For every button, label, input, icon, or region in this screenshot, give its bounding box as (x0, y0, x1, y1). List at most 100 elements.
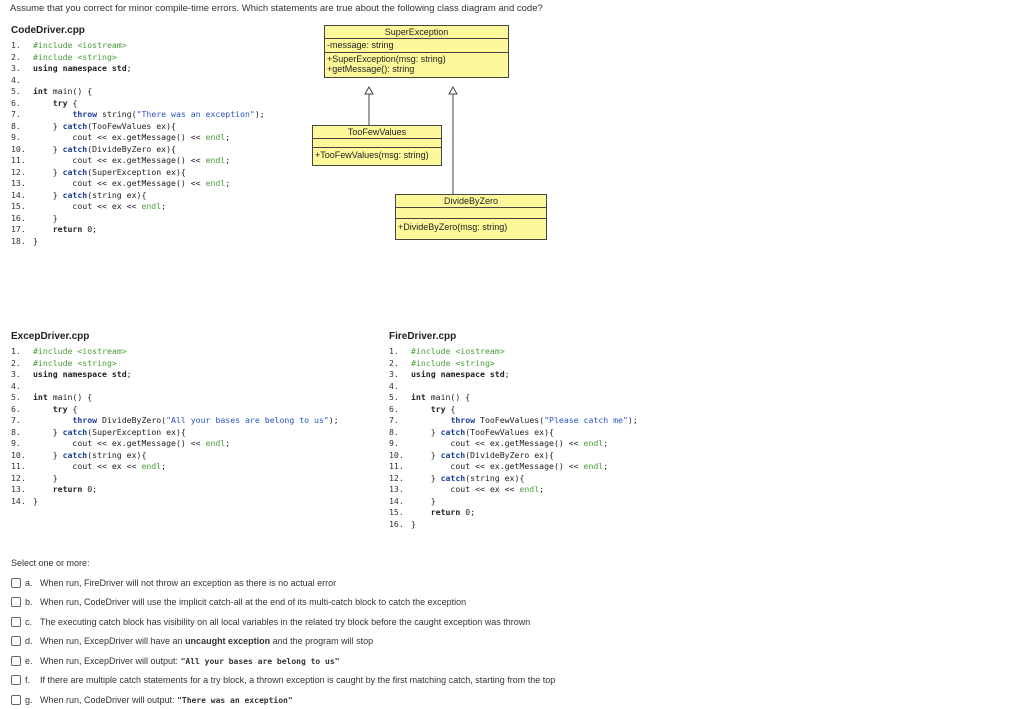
code-token: { (67, 403, 78, 414)
code-token: ; (126, 63, 132, 73)
option-e[interactable]: e.When run, ExcepDriver will output: "Al… (11, 656, 340, 666)
checkbox[interactable] (11, 617, 21, 627)
code-token: #include <string> (33, 51, 117, 62)
line-number: 3. (389, 369, 399, 379)
code-line: 5.int main() { (11, 86, 265, 98)
code-token: (TooFewValues ex){ (465, 426, 554, 437)
code-line: 13. cout << ex << endl; (389, 484, 638, 496)
option-c[interactable]: c.The executing catch block has visibili… (11, 617, 530, 627)
checkbox[interactable] (11, 597, 21, 607)
line-number: 15. (389, 507, 404, 517)
code-line: 10. } catch(DivideByZero ex){ (389, 450, 638, 462)
line-number: 4. (11, 74, 21, 85)
option-b[interactable]: b.When run, CodeDriver will use the impl… (11, 597, 466, 607)
code-line: 12. } (11, 473, 339, 485)
code-line: 4. (11, 381, 339, 393)
option-letter: g. (25, 695, 33, 705)
code-token: #include <string> (33, 357, 117, 368)
line-number: 13. (11, 484, 26, 494)
code-line: 2.#include <string> (389, 358, 638, 370)
uml-method: +DivideByZero(msg: string) (398, 222, 508, 232)
uml-divide-by-zero: DivideByZero +DivideByZero(msg: string) (395, 194, 547, 240)
checkbox[interactable] (11, 656, 21, 666)
code-token: } (411, 472, 441, 483)
code-token: catch (440, 449, 466, 460)
option-text-part: uncaught exception (185, 636, 271, 646)
line-number: 11. (11, 155, 26, 165)
line-number: 2. (11, 51, 21, 62)
line-number: 14. (11, 495, 26, 506)
code-token: (string ex){ (87, 449, 147, 460)
code-token: catch (62, 189, 88, 200)
code-token: endl (205, 155, 226, 165)
code-driver-title: CodeDriver.cpp (11, 25, 85, 36)
code-token: endl (205, 438, 226, 448)
checkbox[interactable] (11, 695, 21, 705)
code-token: cout << ex.getMessage() << (33, 178, 206, 188)
code-token: catch (62, 166, 88, 177)
code-token: #include <iostream> (33, 40, 127, 50)
code-token: throw (72, 109, 98, 119)
option-text: The executing catch block has visibility… (40, 617, 530, 627)
line-number: 9. (11, 438, 21, 448)
uml-method: +SuperException(msg: string) (327, 53, 446, 64)
code-token: } (411, 518, 416, 529)
code-line: 11. cout << ex << endl; (11, 461, 339, 473)
code-token: cout << ex.getMessage() << (33, 438, 206, 448)
code-line: 15. cout << ex << endl; (11, 201, 265, 213)
code-token: 0; (82, 484, 98, 494)
code-line: 6. try { (11, 404, 339, 416)
code-line: 5.int main() { (11, 392, 339, 404)
checkbox[interactable] (11, 675, 21, 685)
code-line: 6. try { (11, 98, 265, 110)
code-line: 9. cout << ex.getMessage() << endl; (389, 438, 638, 450)
code-token: ; (161, 201, 167, 211)
code-line: 1.#include <iostream> (11, 346, 339, 358)
code-line: 9. cout << ex.getMessage() << endl; (11, 438, 339, 450)
line-number: 8. (11, 426, 21, 437)
code-token: using namespace (33, 63, 112, 73)
code-line: 7. throw DivideByZero("All your bases ar… (11, 415, 339, 427)
code-token: using namespace (33, 369, 112, 379)
code-line: 15. return 0; (389, 507, 638, 519)
code-token: } (33, 472, 58, 483)
option-letter: a. (25, 578, 33, 588)
checkbox[interactable] (11, 636, 21, 646)
code-line: 8. } catch(TooFewValues ex){ (389, 427, 638, 439)
checkbox[interactable] (11, 578, 21, 588)
line-number: 16. (389, 518, 404, 529)
line-number: 7. (11, 415, 21, 425)
code-token: cout << ex.getMessage() << (33, 132, 206, 142)
option-d[interactable]: d.When run, ExcepDriver will have an unc… (11, 636, 373, 646)
code-token: } (33, 426, 63, 437)
line-number: 11. (389, 461, 404, 471)
code-line: 13. return 0; (11, 484, 339, 496)
line-number: 1. (389, 346, 399, 356)
code-token: return (52, 224, 83, 234)
code-token: try (52, 97, 68, 108)
line-number: 14. (389, 495, 404, 506)
code-token: std (111, 63, 127, 73)
option-a[interactable]: a. When run, FireDriver will not throw an… (11, 578, 336, 588)
excep-driver-title: ExcepDriver.cpp (11, 331, 90, 342)
code-token: (SuperException ex){ (87, 166, 186, 177)
code-token: "All your bases are belong to us" (166, 415, 329, 425)
code-token: #include <string> (411, 357, 495, 368)
code-token: { (67, 97, 78, 108)
option-f[interactable]: f.If there are multiple catch statements… (11, 675, 555, 685)
uml-attribute: -message: string (327, 40, 394, 50)
code-line: 18.} (11, 236, 265, 248)
option-g[interactable]: g.When run, CodeDriver will output: "The… (11, 695, 293, 705)
option-text-part: When run, FireDriver will not throw an e… (40, 578, 337, 588)
line-number: 6. (389, 403, 399, 414)
code-token: 0; (82, 224, 98, 234)
code-line: 3.using namespace std; (389, 369, 638, 381)
uml-method: +getMessage(): string (327, 64, 415, 74)
code-token: ; (603, 438, 609, 448)
code-token: ); (627, 415, 638, 425)
option-text-part: When run, CodeDriver will output: (40, 695, 178, 705)
line-number: 7. (389, 415, 399, 425)
uml-method: +TooFewValues(msg: string) (315, 150, 429, 160)
option-letter: f. (25, 675, 31, 685)
uml-class-name: DivideByZero (396, 195, 546, 208)
